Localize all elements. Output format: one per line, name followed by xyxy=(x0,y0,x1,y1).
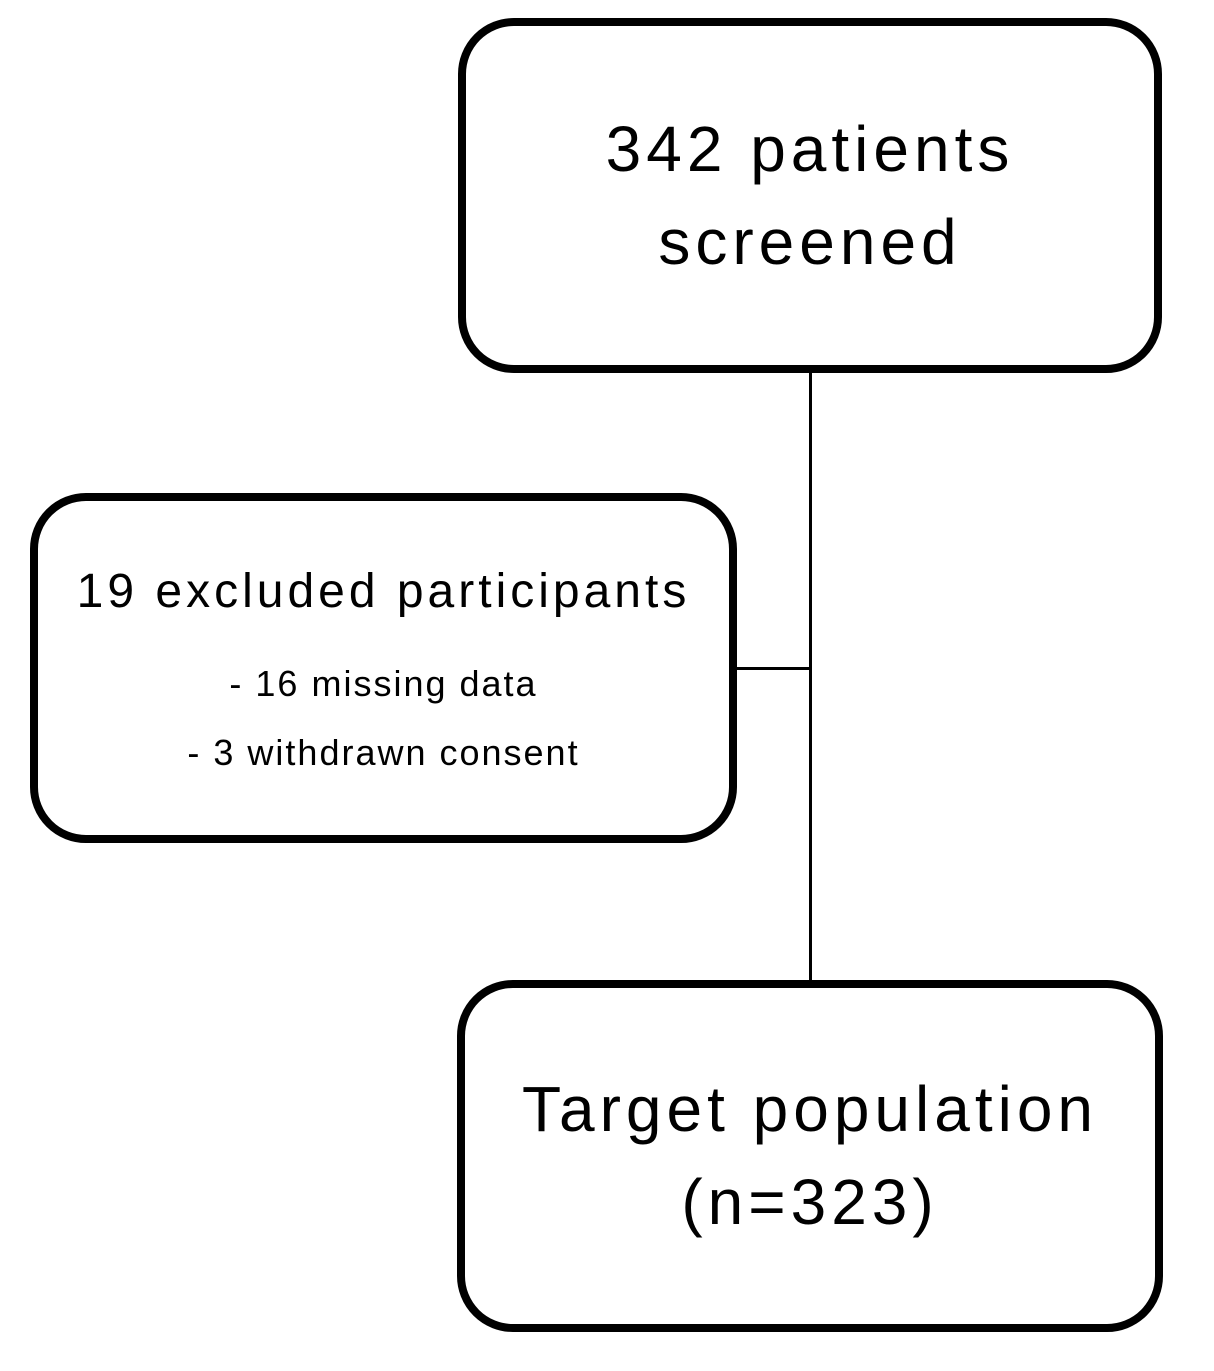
target-text-line1: Target population xyxy=(521,1073,1099,1145)
excluded-item-withdrawn-consent: - 3 withdrawn consent xyxy=(187,731,580,773)
excluded-item-missing-data: - 16 missing data xyxy=(229,662,538,704)
screened-text-line1: 342 patients xyxy=(605,112,1015,185)
node-target-population: Target population (n=323) xyxy=(457,980,1163,1332)
edge-screened-to-target-line xyxy=(809,370,812,983)
target-text-line2: (n=323) xyxy=(681,1166,939,1238)
screened-text-line2: screened xyxy=(658,205,962,278)
excluded-title: 19 excluded participants xyxy=(76,564,691,618)
node-excluded-participants: 19 excluded participants - 16 missing da… xyxy=(30,493,737,843)
edge-excluded-branch-line xyxy=(737,667,811,670)
node-patients-screened: 342 patients screened xyxy=(458,18,1162,373)
